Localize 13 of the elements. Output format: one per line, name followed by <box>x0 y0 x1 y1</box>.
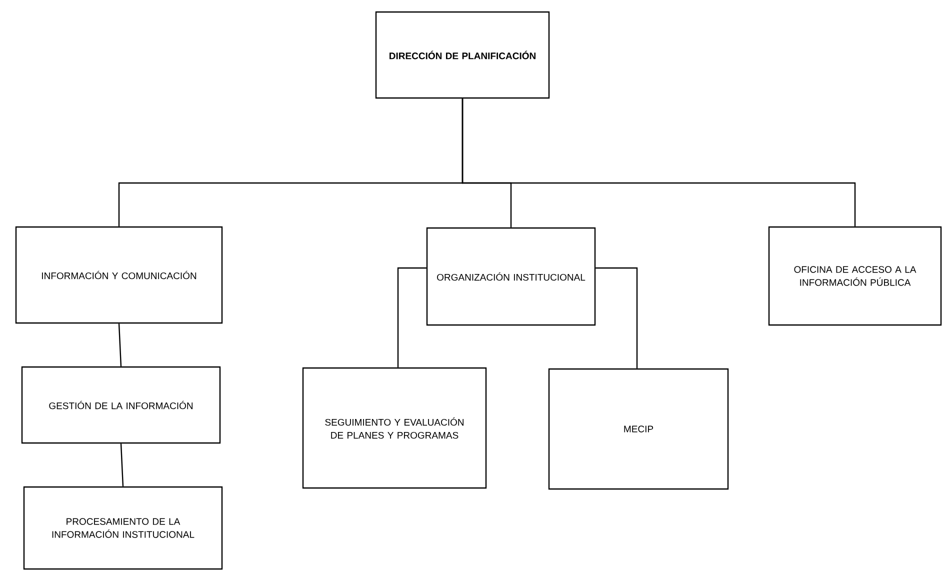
unit-box: MECIP <box>548 368 729 490</box>
unit-box: GESTIÓN DE LA INFORMACIÓN <box>21 366 221 444</box>
unit-box: INFORMACIÓN Y COMUNICACIÓN <box>15 226 223 324</box>
unit-box: OFICINA DE ACCESO A LA INFORMACIÓN PÚBLICA <box>768 226 942 326</box>
connector-line <box>397 267 426 368</box>
connector-line <box>118 324 122 366</box>
unit-box: PROCESAMIENTO DE LA INFORMACIÓN INSTITUCIONAL <box>23 486 223 570</box>
unit-box: ORGANIZACIÓN INSTITUCIONAL <box>426 227 596 326</box>
connector-line <box>462 98 856 226</box>
connector-line <box>120 444 124 486</box>
director-box: DIRECCIÓN DE PLANIFICACIÓN <box>375 11 550 99</box>
unit-box: SEGUIMIENTO Y EVALUACIÓN DE PLANES Y PROGRAMAS <box>302 367 487 489</box>
connector-line <box>596 267 638 368</box>
